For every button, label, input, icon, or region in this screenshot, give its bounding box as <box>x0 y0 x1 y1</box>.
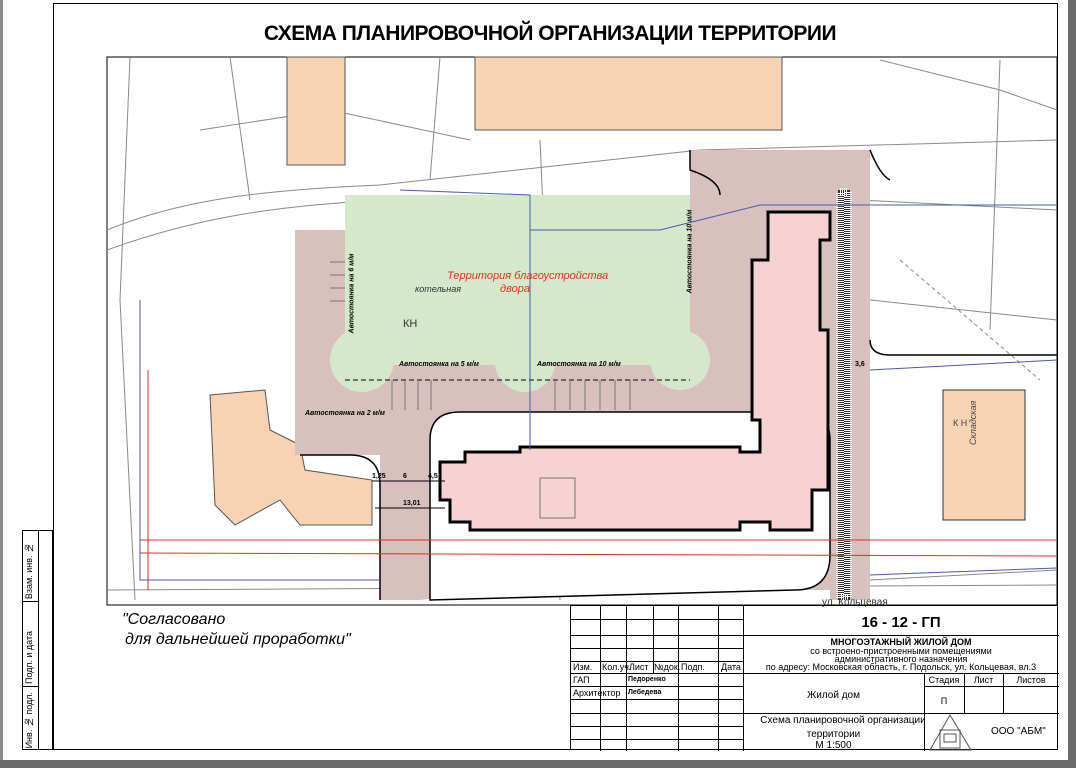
dimension-label: 4,5 <box>428 473 438 480</box>
boiler-label: котельная <box>415 284 462 294</box>
project-subtitle: со встроено-пристроенными помещениями <box>810 646 992 656</box>
approval-note-line: для дальнейшей проработки" <box>125 631 351 648</box>
stamp-label: Инв. № подл. <box>24 691 34 748</box>
header-cell: Лист <box>629 662 649 672</box>
parking-label: Автостоянка на 10 м/м <box>537 361 621 368</box>
kn-label: К Н <box>953 418 968 428</box>
scale: М 1:500 <box>815 740 852 751</box>
entrance-outline <box>539 477 576 519</box>
red-lines <box>139 370 1058 590</box>
header-cell: №док. <box>654 662 681 672</box>
stamp-label: Подп. и дата <box>24 630 34 684</box>
courtyard-label: Территория благоустройства <box>447 270 609 282</box>
parking-label: Автостоянка на 5 м/м <box>399 361 479 368</box>
role-label: ГАП <box>573 675 590 685</box>
project-code: 16 - 12 - ГП <box>861 614 941 631</box>
page-title: СХЕМА ПЛАНИРОВОЧНОЙ ОРГАНИЗАЦИИ ТЕРРИТОР… <box>263 22 837 45</box>
parking-label: Автостоянка на 6 м/м <box>348 253 356 334</box>
dimension-label: 13,01 <box>403 500 421 507</box>
header-cell: Кол.уч. <box>602 662 632 672</box>
sheet-title: территории <box>806 729 861 740</box>
warehouse-label: Складская <box>968 400 978 445</box>
courtyard <box>330 195 710 392</box>
company-logo <box>929 714 972 751</box>
parking-stalls <box>330 261 631 410</box>
approval-note: "Согласовано для дальнейшей проработки" <box>122 610 351 650</box>
courtyard-label: двора <box>500 283 530 295</box>
kn-label: КН <box>403 318 418 330</box>
dimension-label: 3,6 <box>855 361 865 368</box>
warehouse-building <box>942 389 1026 521</box>
page-edge <box>1068 0 1076 768</box>
dimension-label: 6 <box>403 473 407 480</box>
side-stamp: Взам. инв. № Подп. и дата Инв. № подл. <box>22 530 53 750</box>
existing-building <box>286 56 346 166</box>
project-title: МНОГОЭТАЖНЫЙ ЖИЛОЙ ДОМ <box>830 637 972 647</box>
header-cell: Подп. <box>681 662 705 672</box>
role-label: Архитектор <box>573 688 621 698</box>
stage-header: Стадия <box>928 675 960 685</box>
company-name: ООО "АБМ" <box>991 726 1046 737</box>
sheet-title: Схема планировочной организации <box>760 715 926 726</box>
existing-building-irregular <box>209 389 373 526</box>
sheets-header: Листов <box>1016 675 1046 685</box>
dimension-label: 1,25 <box>372 473 386 480</box>
page-edge <box>0 760 1076 768</box>
new-building <box>438 210 832 532</box>
object-name: Жилой дом <box>807 690 860 701</box>
header-cell: Дата <box>721 662 741 672</box>
title-block: Изм. Кол.уч. Лист №док. Подп. Дата ГАП П… <box>570 605 1059 751</box>
project-address: по адресу: Московская область, г. Подоль… <box>765 662 1037 672</box>
role-name: Педоренко <box>628 676 666 683</box>
project-subtitle: административного назначения <box>834 654 968 664</box>
page-edge <box>0 0 3 768</box>
stamp-label: Взам. инв. № <box>24 542 34 599</box>
parking-label: Автостоянка на 10 м/м <box>686 209 694 294</box>
street-label: ул. Кольцевая <box>822 597 888 608</box>
role-name: Лебедева <box>628 689 662 696</box>
dimension-lines <box>372 480 445 509</box>
stage-value: П <box>940 696 948 706</box>
sheet-header: Лист <box>973 675 994 685</box>
parking-label: Автостоянка на 2 м/м <box>305 410 385 417</box>
approval-note-line: "Согласовано <box>122 611 226 628</box>
existing-building <box>474 56 783 131</box>
header-cell: Изм. <box>573 662 593 672</box>
blue-lines <box>139 189 1058 581</box>
